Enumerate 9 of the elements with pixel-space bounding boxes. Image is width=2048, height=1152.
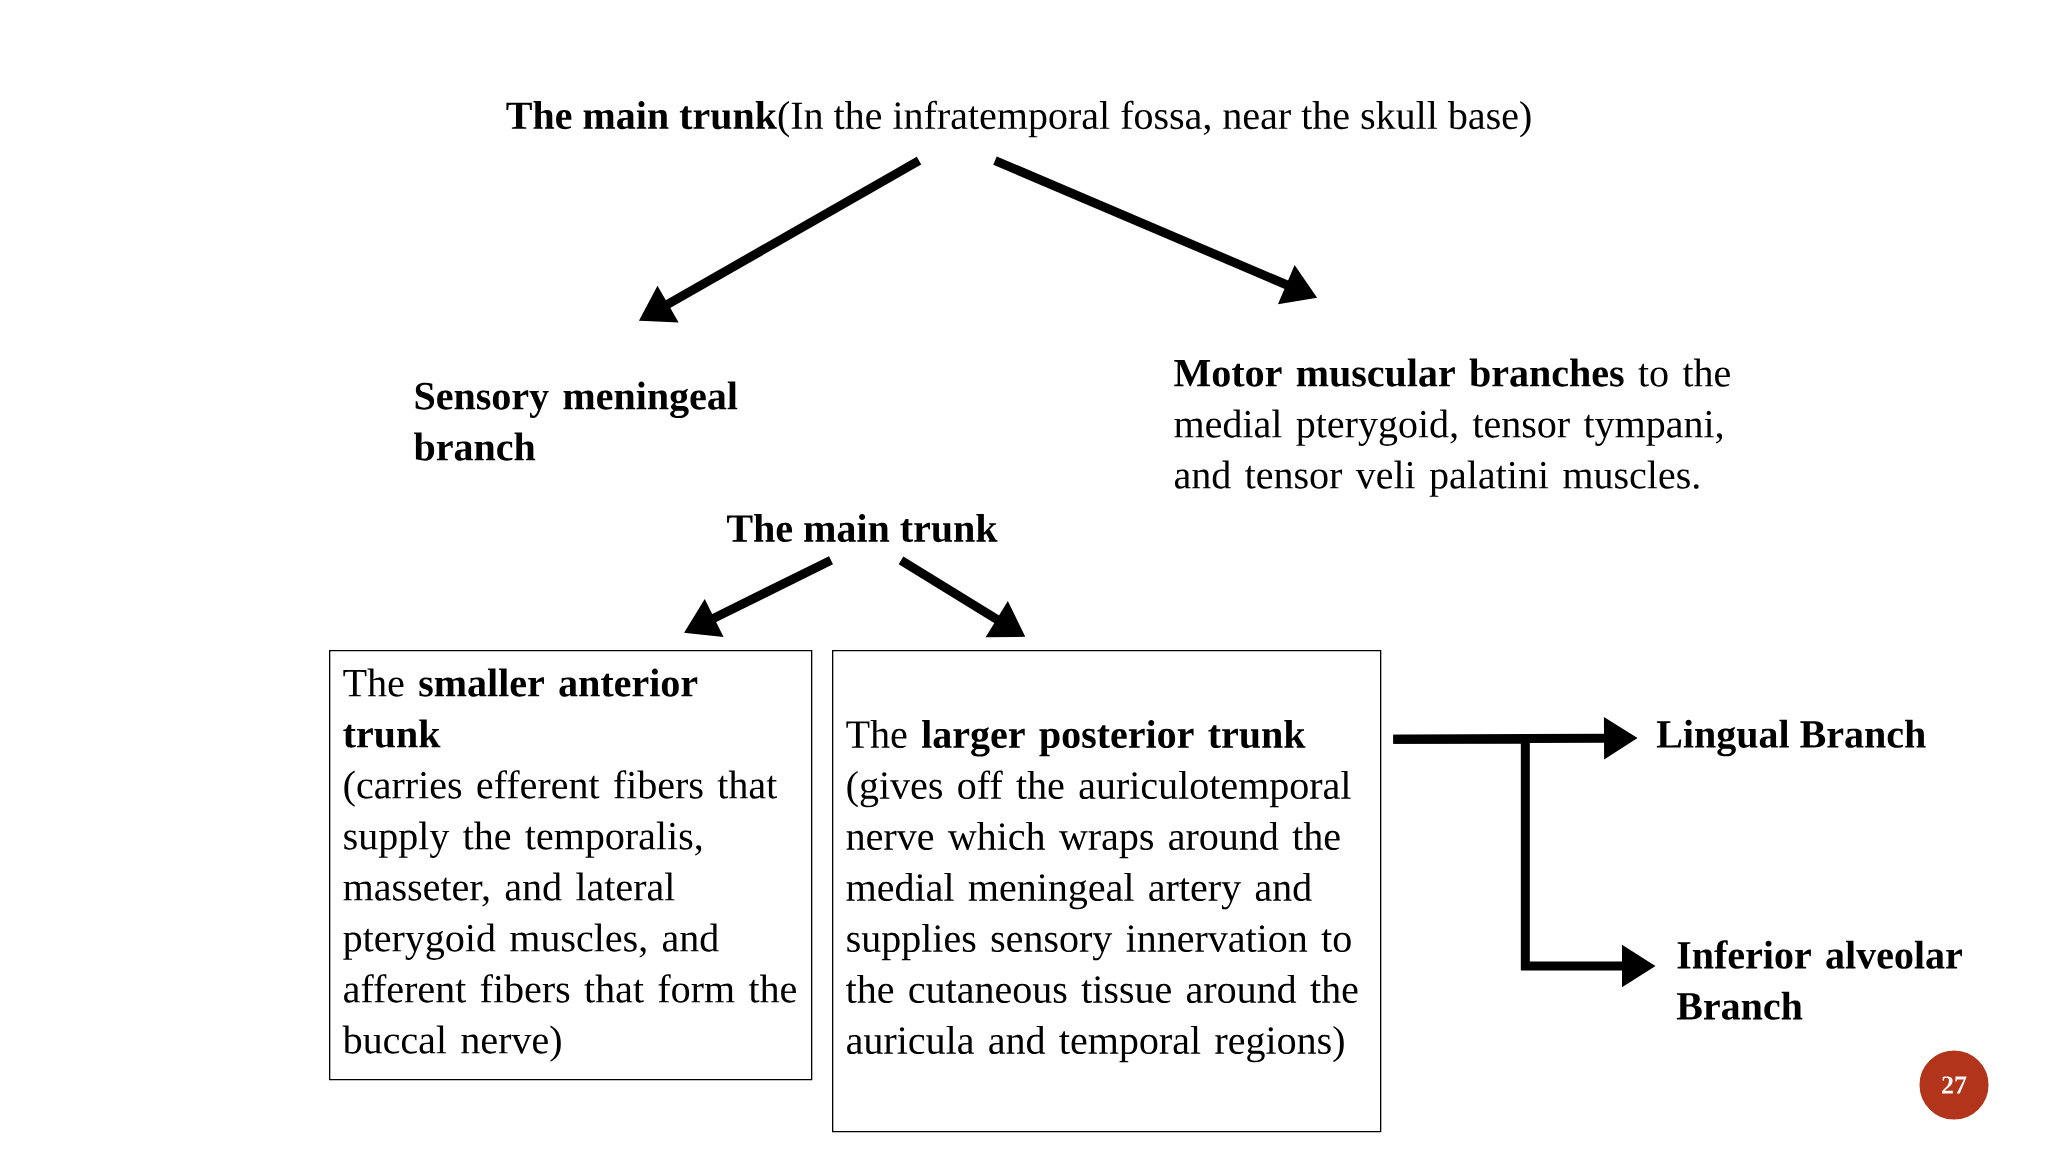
branch-label: Lingual Branch <box>1656 719 1926 757</box>
branch-label: Motor muscular branches to the medial pterygoid, tensor tympani, and tensor veli palatini muscles. <box>1174 358 1730 497</box>
page-number-badge: 27 <box>1916 1047 1992 1123</box>
trunk-label: The main trunk <box>727 513 998 543</box>
text-box: The larger posterior trunk (gives off the auriculotemporal nerve which wraps around the medial meningeal artery and supplies sensory innervation to the cutaneous tissue around the auricula and temporal regions) <box>832 650 1382 1133</box>
branch-label: Sensory meningeal branch <box>414 381 738 461</box>
heading-text: The main trunk(In the infratemporal fossa, near the skull base) <box>506 100 1531 138</box>
text-box: The smaller anterior trunk (carries efferent fibers that supply the temporalis, masseter, and lateral pterygoid muscles, and afferent fibers that form the buccal nerve) <box>329 650 813 1081</box>
branch-label: Inferior alveolar Branch <box>1676 940 1962 1020</box>
